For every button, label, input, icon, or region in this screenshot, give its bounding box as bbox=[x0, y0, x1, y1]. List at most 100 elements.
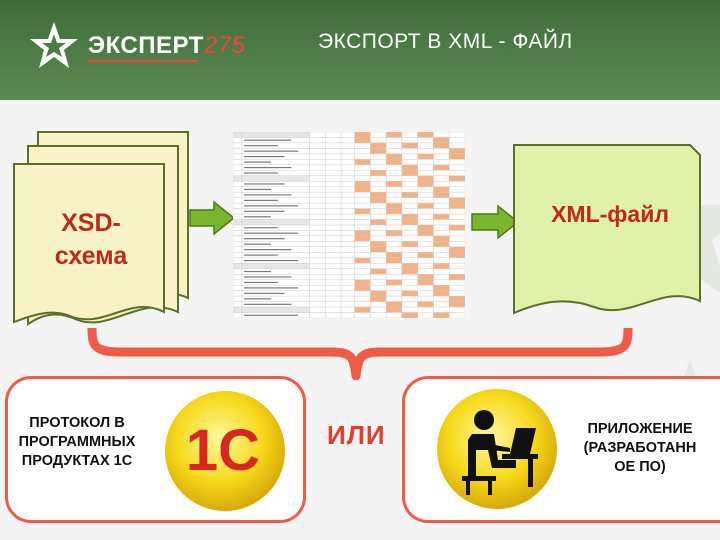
table-cell bbox=[354, 164, 371, 171]
table-cell bbox=[417, 312, 434, 318]
table-cell bbox=[325, 137, 342, 144]
table-cell bbox=[309, 197, 326, 204]
table-cell bbox=[340, 164, 355, 171]
table-text-line bbox=[244, 298, 272, 300]
table-cell bbox=[325, 186, 342, 193]
table-cell bbox=[340, 284, 355, 291]
table-cell bbox=[340, 257, 355, 264]
xsd-label-line1: XSD- bbox=[61, 209, 121, 237]
protocol-line1: ПРОТОКОЛ В bbox=[29, 415, 125, 431]
table-cell bbox=[370, 301, 387, 308]
table-cell bbox=[385, 153, 403, 160]
table-cell bbox=[433, 191, 450, 198]
table-cell bbox=[309, 208, 326, 215]
table-cell bbox=[433, 219, 450, 226]
table-cell bbox=[370, 202, 387, 209]
table-cell bbox=[385, 208, 403, 215]
table-cell bbox=[401, 252, 418, 259]
table-cell bbox=[354, 186, 371, 193]
header-bar: ЭКСПЕРТ275 ЭКСПОРТ В XML - ФАЙЛ bbox=[0, 0, 720, 100]
table-cell bbox=[340, 274, 355, 280]
table-cell bbox=[241, 132, 310, 138]
table-cell bbox=[385, 241, 403, 248]
table-cell bbox=[385, 268, 403, 275]
table-cell bbox=[385, 257, 403, 264]
table-cell bbox=[370, 246, 387, 253]
table-cell bbox=[401, 197, 418, 204]
table-cell bbox=[370, 295, 387, 302]
table-cell bbox=[370, 186, 387, 193]
right-arrow-icon bbox=[471, 204, 520, 240]
table-cell bbox=[309, 224, 326, 231]
table-cell bbox=[417, 153, 434, 160]
table-cell bbox=[354, 191, 371, 198]
table-cell bbox=[385, 191, 403, 198]
table-cell bbox=[325, 274, 342, 280]
table-cell bbox=[340, 202, 355, 209]
table-cell bbox=[417, 246, 434, 253]
table-cell bbox=[340, 263, 355, 269]
table-cell bbox=[401, 132, 418, 138]
table-cell bbox=[325, 246, 342, 253]
protocol-line2: ПРОГРАММНЫХ bbox=[18, 434, 136, 450]
table-cell bbox=[449, 164, 465, 171]
table-text-line bbox=[244, 188, 272, 191]
table-cell bbox=[385, 132, 403, 138]
table-cell bbox=[325, 290, 342, 297]
table-cell bbox=[417, 181, 434, 187]
table-cell bbox=[370, 213, 387, 220]
table-cell bbox=[309, 175, 326, 182]
table-cell bbox=[354, 148, 371, 155]
or-label: ИЛИ bbox=[327, 420, 386, 450]
table-cell bbox=[354, 219, 371, 226]
table-text-line bbox=[244, 314, 299, 316]
table-cell bbox=[449, 274, 465, 280]
table-cell bbox=[233, 197, 243, 204]
table-text-line bbox=[244, 139, 292, 141]
logo-word: ЭКСПЕРТ bbox=[88, 32, 204, 59]
table-cell bbox=[325, 235, 342, 242]
table-cell bbox=[370, 279, 387, 286]
table-cell bbox=[233, 170, 243, 176]
table-cell bbox=[385, 202, 403, 209]
table-cell bbox=[233, 181, 243, 187]
table-cell bbox=[401, 290, 418, 297]
table-cell bbox=[233, 295, 243, 302]
table-cell bbox=[417, 295, 434, 302]
table-cell bbox=[401, 164, 418, 171]
table-cell bbox=[401, 208, 418, 215]
table-cell bbox=[449, 219, 465, 226]
table-cell bbox=[340, 208, 355, 215]
table-cell bbox=[354, 142, 371, 149]
table-cell bbox=[401, 170, 418, 176]
table-cell bbox=[309, 191, 326, 198]
table-cell bbox=[354, 202, 371, 209]
table-cell bbox=[325, 170, 342, 176]
application-text: ПРИЛОЖЕНИЕ (РАЗРАБОТАНН ОЕ ПО) bbox=[565, 420, 715, 477]
table-cell bbox=[370, 274, 387, 280]
table-cell bbox=[433, 306, 450, 313]
application-line3: ОЕ ПО) bbox=[614, 459, 666, 475]
table-cell bbox=[354, 284, 371, 291]
table-cell bbox=[370, 191, 387, 198]
table-cell bbox=[433, 224, 450, 231]
table-cell bbox=[354, 246, 371, 253]
table-cell bbox=[325, 153, 342, 160]
table-cell bbox=[325, 202, 342, 209]
table-cell bbox=[354, 268, 371, 275]
table-cell bbox=[449, 312, 465, 318]
table-cell bbox=[340, 197, 355, 204]
table-cell bbox=[370, 268, 387, 275]
table-text-line bbox=[244, 292, 285, 294]
table-cell bbox=[233, 257, 243, 264]
table-cell bbox=[325, 230, 342, 237]
table-text-line bbox=[244, 150, 299, 152]
table-cell bbox=[449, 301, 465, 308]
table-cell bbox=[449, 137, 465, 144]
table-cell bbox=[417, 241, 434, 248]
table-cell bbox=[309, 279, 326, 286]
table-cell bbox=[370, 148, 387, 155]
table-cell bbox=[417, 148, 434, 155]
table-cell bbox=[370, 170, 387, 176]
table-cell bbox=[370, 153, 387, 160]
